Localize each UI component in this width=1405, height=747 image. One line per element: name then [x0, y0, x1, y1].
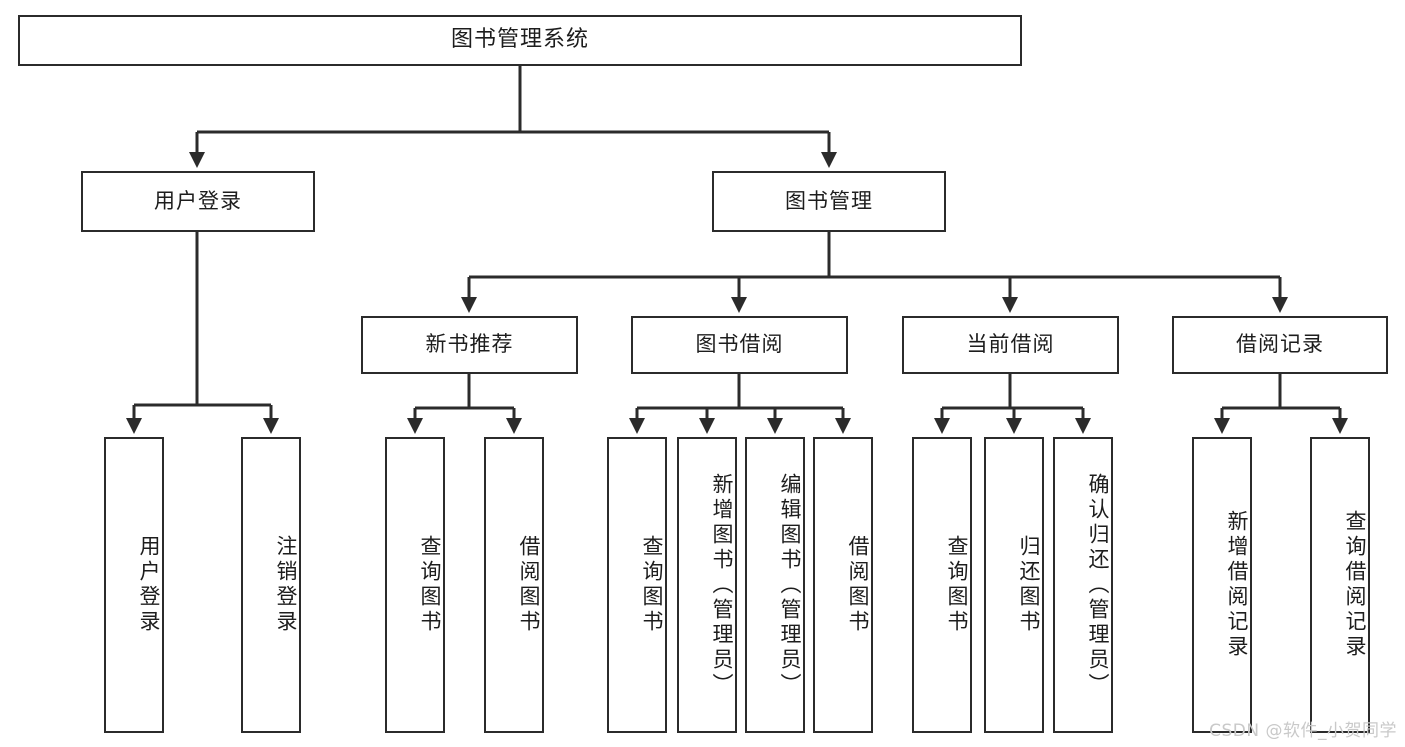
node-user-login[interactable]: 用户登录 [81, 171, 315, 232]
node-leaf-query-book-1[interactable]: 查询图书 [385, 437, 445, 733]
node-borrow-record[interactable]: 借阅记录 [1172, 316, 1388, 374]
node-label: 新增借阅记录 [1225, 510, 1249, 660]
node-leaf-user-login[interactable]: 用户登录 [104, 437, 164, 733]
node-leaf-logout[interactable]: 注销登录 [241, 437, 301, 733]
node-label: 确认归还（管理员） [1086, 472, 1110, 698]
node-label: 新书推荐 [425, 332, 514, 357]
node-label: 图书管理系统 [450, 27, 589, 53]
node-label: 查询图书 [640, 535, 664, 635]
node-label: 图书借阅 [695, 332, 784, 357]
node-label: 用户登录 [154, 188, 242, 213]
watermark-label: CSDN @软件_小贺同学 [1209, 721, 1397, 741]
node-label: 当前借阅 [966, 332, 1055, 357]
node-leaf-query-book-3[interactable]: 查询图书 [912, 437, 972, 733]
node-current-borrow[interactable]: 当前借阅 [902, 316, 1119, 374]
node-leaf-edit-book[interactable]: 编辑图书（管理员） [745, 437, 805, 733]
node-label: 新增图书（管理员） [710, 472, 734, 698]
node-leaf-query-book-2[interactable]: 查询图书 [607, 437, 667, 733]
node-leaf-return-book[interactable]: 归还图书 [984, 437, 1044, 733]
node-leaf-add-book[interactable]: 新增图书（管理员） [677, 437, 737, 733]
node-label: 查询借阅记录 [1343, 510, 1367, 660]
node-label: 用户登录 [137, 535, 161, 635]
node-label: 归还图书 [1017, 535, 1041, 635]
node-leaf-query-record[interactable]: 查询借阅记录 [1310, 437, 1370, 733]
node-leaf-borrow-book-2[interactable]: 借阅图书 [813, 437, 873, 733]
node-label: 查询图书 [945, 535, 969, 635]
node-leaf-borrow-book-1[interactable]: 借阅图书 [484, 437, 544, 733]
node-label: 借阅图书 [846, 535, 870, 635]
node-new-book-recommend[interactable]: 新书推荐 [361, 316, 578, 374]
node-root[interactable]: 图书管理系统 [18, 15, 1022, 66]
node-label: 注销登录 [274, 535, 298, 635]
node-label: 查询图书 [418, 535, 442, 635]
node-label: 编辑图书（管理员） [778, 472, 802, 698]
node-book-borrow[interactable]: 图书借阅 [631, 316, 848, 374]
node-leaf-confirm-return[interactable]: 确认归还（管理员） [1053, 437, 1113, 733]
node-label: 借阅记录 [1236, 332, 1324, 357]
node-label: 图书管理 [785, 188, 873, 213]
node-label: 借阅图书 [517, 535, 541, 635]
node-leaf-add-record[interactable]: 新增借阅记录 [1192, 437, 1252, 733]
node-book-manage[interactable]: 图书管理 [712, 171, 946, 232]
